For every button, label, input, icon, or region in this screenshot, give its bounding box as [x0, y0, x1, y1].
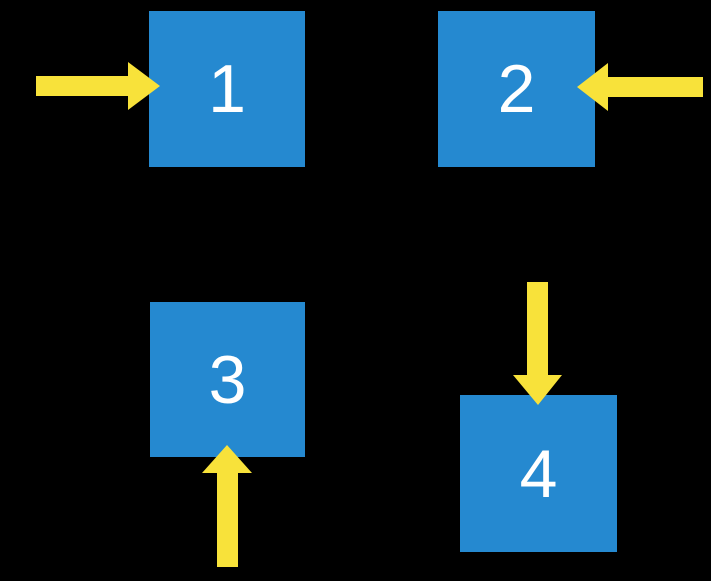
box-2-label: 2	[497, 51, 536, 127]
box-4: 4	[460, 395, 617, 552]
up-arrow-icon	[202, 445, 252, 567]
down-arrow-icon	[513, 282, 562, 405]
box-1: 1	[149, 11, 305, 167]
box-2: 2	[438, 11, 595, 167]
left-arrow-icon	[577, 63, 703, 111]
box-3: 3	[150, 302, 305, 457]
box-3-label: 3	[208, 341, 247, 418]
box-1-label: 1	[208, 51, 246, 127]
right-arrow-icon	[36, 62, 160, 110]
box-4-label: 4	[519, 435, 558, 512]
